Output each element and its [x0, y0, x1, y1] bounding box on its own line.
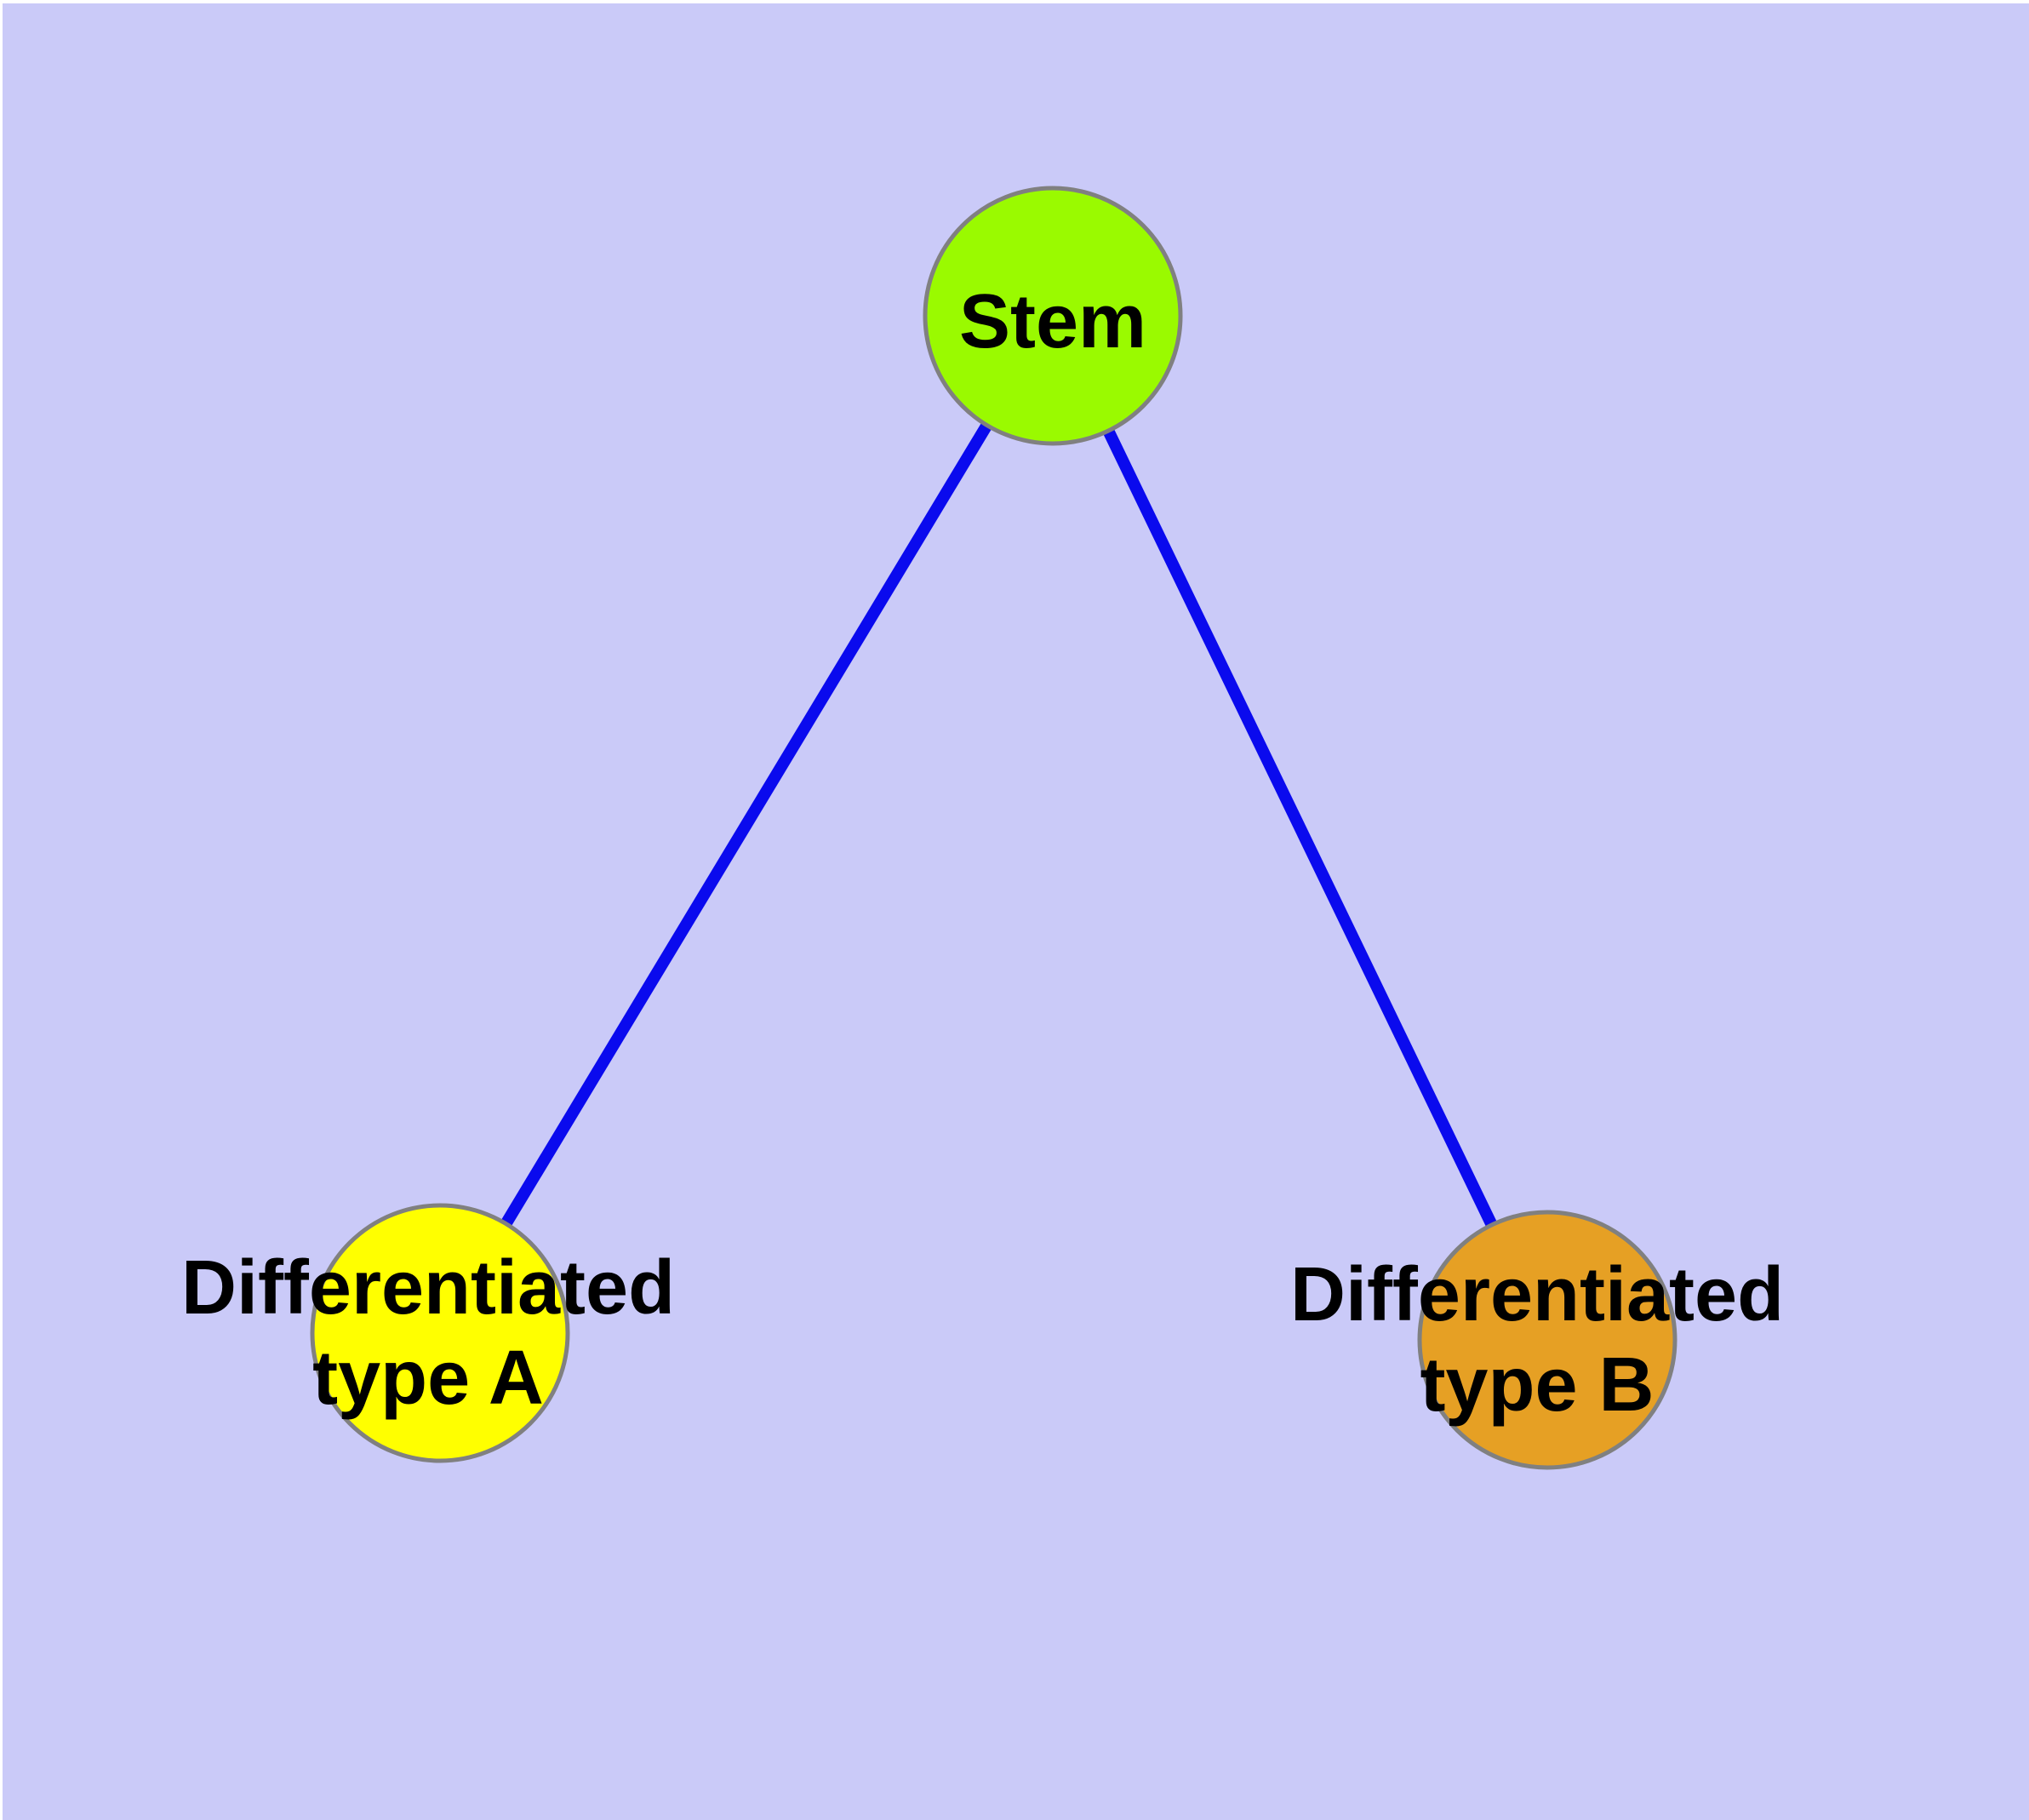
node-type-a-label-line-1: Differentiated	[180, 1245, 676, 1331]
node-type-b-label-line-1: Differentiated	[1289, 1252, 1785, 1337]
edge-stem-to-type-a	[435, 312, 1058, 1336]
node-stem-label-text: Stem	[958, 279, 1147, 364]
node-type-a-label-line-2: type A	[312, 1336, 544, 1421]
node-stem-label: Stem	[959, 277, 1146, 367]
node-type-a-circle	[310, 1203, 570, 1463]
edge-stem-to-type-b	[1047, 312, 1553, 1343]
node-type-b-circle	[1417, 1210, 1677, 1470]
node-type-b-label: Differentiated type B	[1290, 1250, 1784, 1430]
node-type-b-label-line-2: type B	[1420, 1342, 1655, 1428]
node-stem-circle	[923, 186, 1183, 446]
node-type-a-label: Differentiated type A	[181, 1243, 675, 1423]
